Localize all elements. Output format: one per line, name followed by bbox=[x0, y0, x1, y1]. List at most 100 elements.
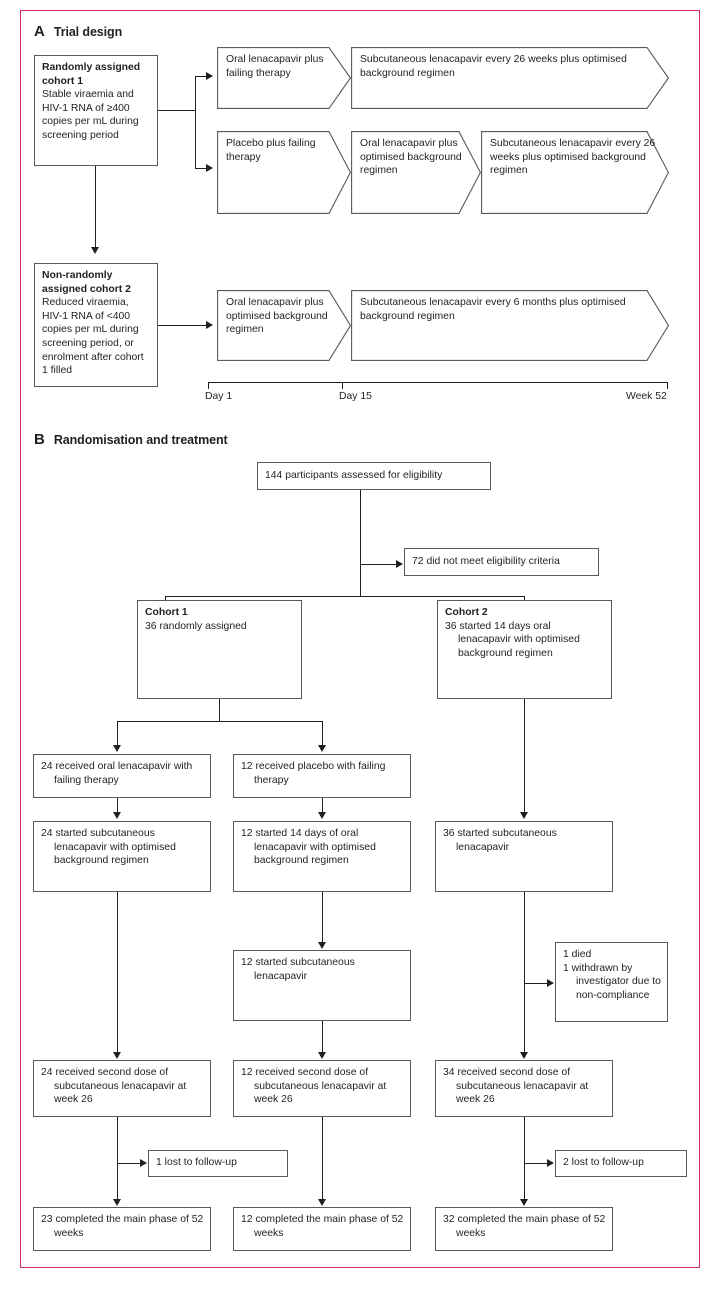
panel-a-arm1-step2: Subcutaneous lenacapavir every 26 weeks … bbox=[351, 47, 669, 109]
panel-b-col1-step1-label: 24 received oral lenacapavir with failin… bbox=[41, 761, 193, 786]
panel-b-col3-loss-box: 2 lost to follow-up bbox=[555, 1150, 687, 1177]
panel-b-col3-step1-box: 36 started subcutaneous lenacapavir bbox=[435, 821, 613, 892]
connector-b-split-col1 bbox=[117, 721, 119, 748]
timeline-label-day15: Day 15 bbox=[339, 391, 372, 402]
arrowhead-b-col3-step1 bbox=[519, 812, 528, 819]
chevron-shape-icon bbox=[351, 290, 669, 361]
timeline-tick-week52 bbox=[667, 382, 669, 389]
panel-b-col2-final-label: 12 completed the main phase of 52 weeks bbox=[241, 1214, 404, 1239]
panel-b-header: B Randomisation and treatment bbox=[34, 432, 228, 447]
timeline-tick-day1 bbox=[208, 382, 210, 389]
connector-a-cohort1-out bbox=[158, 110, 196, 112]
connector-b-col1-1to2 bbox=[117, 798, 119, 815]
arrowhead-a-cohort2 bbox=[90, 247, 99, 254]
timeline-tick-day15 bbox=[342, 382, 344, 389]
arrowhead-b-col1-step3 bbox=[113, 1052, 121, 1059]
panel-b-col2-step3-box: 12 started subcutaneous lenacapavir bbox=[233, 950, 411, 1021]
connector-b-col1-3tofinal bbox=[117, 1117, 119, 1202]
chevron-shape-icon bbox=[481, 131, 669, 214]
panel-b-col1-step3-box: 24 received second dose of subcutaneous … bbox=[33, 1060, 211, 1117]
panel-b-col3-step2-box: 34 received second dose of subcutaneous … bbox=[435, 1060, 613, 1117]
panel-b-col2-step4-box: 12 received second dose of subcutaneous … bbox=[233, 1060, 411, 1117]
panel-b-col1-step1-box: 24 received oral lenacapavir with failin… bbox=[33, 754, 211, 798]
connector-b-to-excluded bbox=[360, 564, 397, 566]
panel-b-cohort2-body: 36 started 14 days oral lenacapavir with… bbox=[445, 620, 580, 659]
panel-a-arm3-step1: Oral lenacapavir plus optimised backgrou… bbox=[217, 290, 351, 361]
timeline-label-day1: Day 1 bbox=[205, 391, 233, 402]
panel-a-arm2-step3: Subcutaneous lenacapavir every 26 weeks … bbox=[481, 131, 669, 214]
panel-b-excluded-box: 72 did not meet eligibility criteria bbox=[404, 548, 599, 576]
panel-a-arm1-step1: Oral lenacapavir plus failing therapy bbox=[217, 47, 351, 109]
connector-a-cohort2-out bbox=[158, 325, 207, 327]
panel-b-col1-loss-box: 1 lost to follow-up bbox=[148, 1150, 288, 1177]
panel-b-enrolment-box: 144 participants assessed for eligibilit… bbox=[257, 462, 491, 490]
timeline-axis bbox=[208, 382, 668, 384]
panel-a-arm3-step1-label: Oral lenacapavir plus optimised backgrou… bbox=[226, 297, 328, 336]
arrowhead-b-col2-step3 bbox=[318, 942, 326, 949]
connector-b-col2-3to4 bbox=[322, 1021, 324, 1055]
connector-a-cohort1-to-cohort2 bbox=[95, 166, 97, 248]
connector-a-to-arm2 bbox=[195, 168, 207, 170]
panel-b-title: Randomisation and treatment bbox=[53, 433, 228, 447]
panel-b-col3-final-label: 32 completed the main phase of 52 weeks bbox=[443, 1214, 606, 1239]
panel-b-col3-step1-label: 36 started subcutaneous lenacapavir bbox=[443, 828, 557, 853]
panel-b-col3-loss-label: 2 lost to follow-up bbox=[563, 1157, 644, 1168]
panel-b-cohort1-body: 36 randomly assigned bbox=[145, 620, 247, 632]
connector-b-split-col2 bbox=[322, 721, 324, 748]
arrowhead-b-col1-step2 bbox=[113, 812, 121, 819]
panel-a-arm2-step1: Placebo plus failing therapy bbox=[217, 131, 351, 214]
connector-b-col3-2tofinal bbox=[524, 1117, 526, 1202]
panel-b-col2-final-box: 12 completed the main phase of 52 weeks bbox=[233, 1207, 411, 1251]
panel-a-letter: A bbox=[34, 23, 45, 40]
arrowhead-a-arm2 bbox=[206, 163, 213, 172]
connector-b-cohort2-down bbox=[524, 699, 526, 815]
panel-b-col2-step2-box: 12 started 14 days of oral lenacapavir w… bbox=[233, 821, 411, 892]
panel-b-col1-loss-label: 1 lost to follow-up bbox=[156, 1157, 237, 1168]
panel-a-cohort2-title: Non-randomly assigned cohort 2 bbox=[42, 270, 131, 295]
connector-b-col3-to-loss bbox=[524, 1163, 548, 1165]
connector-b-col2-1to2 bbox=[322, 798, 324, 815]
arrowhead-b-col3-step2 bbox=[519, 1052, 528, 1059]
connector-a-to-arm1 bbox=[195, 76, 207, 78]
connector-b-col3-to-attrition bbox=[524, 983, 548, 985]
panel-b-col3-attrition-line1: 1 died bbox=[563, 949, 592, 960]
arrowhead-a-arm1 bbox=[206, 71, 213, 80]
chevron-shape-icon bbox=[351, 47, 669, 109]
panel-b-col2-step4-label: 12 received second dose of subcutaneous … bbox=[241, 1067, 387, 1106]
chevron-shape-icon bbox=[217, 131, 351, 214]
connector-b-col3-1to2 bbox=[524, 892, 526, 1055]
connector-b-col2-2to3 bbox=[322, 892, 324, 945]
panel-a-cohort1-title: Randomly assigned cohort 1 bbox=[42, 62, 141, 87]
panel-b-col3-step2-label: 34 received second dose of subcutaneous … bbox=[443, 1067, 589, 1106]
panel-b-col1-step2-label: 24 started subcutaneous lenacapavir with… bbox=[41, 828, 176, 867]
panel-b-col2-step2-label: 12 started 14 days of oral lenacapavir w… bbox=[241, 828, 376, 867]
panel-b-cohort2-title: Cohort 2 bbox=[445, 607, 488, 618]
panel-b-col3-attrition-box: 1 died 1 withdrawn by investigator due t… bbox=[555, 942, 668, 1022]
panel-b-cohort2-box: Cohort 2 36 started 14 days oral lenacap… bbox=[437, 600, 612, 699]
arrowhead-b-col2-step2 bbox=[318, 812, 326, 819]
panel-a-cohort2-body: Reduced viraemia, HIV-1 RNA of <400 copi… bbox=[42, 297, 144, 377]
arrowhead-b-excluded bbox=[396, 559, 403, 568]
panel-b-col2-step3-label: 12 started subcutaneous lenacapavir bbox=[241, 957, 355, 982]
connector-b-cohort1-split bbox=[117, 721, 323, 723]
connector-a-split-vertical bbox=[195, 76, 197, 169]
timeline-label-week52: Week 52 bbox=[626, 391, 667, 402]
panel-b-col3-attrition-line2: 1 withdrawn by investigator due to non-c… bbox=[563, 962, 661, 1001]
panel-b-cohort1-box: Cohort 1 36 randomly assigned bbox=[137, 600, 302, 699]
arrowhead-b-col1-loss bbox=[140, 1158, 147, 1167]
arrowhead-b-col3-final bbox=[519, 1199, 528, 1206]
chevron-shape-icon bbox=[217, 290, 351, 361]
arrowhead-b-col2-final bbox=[318, 1199, 326, 1206]
connector-b-cohort-split bbox=[165, 596, 525, 598]
arrowhead-b-col3-loss bbox=[547, 1158, 554, 1167]
panel-b-excluded-label: 72 did not meet eligibility criteria bbox=[412, 556, 560, 567]
panel-a-title: Trial design bbox=[53, 25, 123, 39]
panel-a-arm2-step2: Oral lenacapavir plus optimised backgrou… bbox=[351, 131, 481, 214]
connector-b-col2-4tofinal bbox=[322, 1117, 324, 1202]
panel-b-col3-final-box: 32 completed the main phase of 52 weeks bbox=[435, 1207, 613, 1251]
panel-b-col2-step1-box: 12 received placebo with failing therapy bbox=[233, 754, 411, 798]
panel-a-header: A Trial design bbox=[34, 24, 122, 39]
panel-a-arm1-step1-label: Oral lenacapavir plus failing therapy bbox=[226, 54, 324, 79]
arrowhead-b-col2-step1 bbox=[318, 745, 326, 752]
